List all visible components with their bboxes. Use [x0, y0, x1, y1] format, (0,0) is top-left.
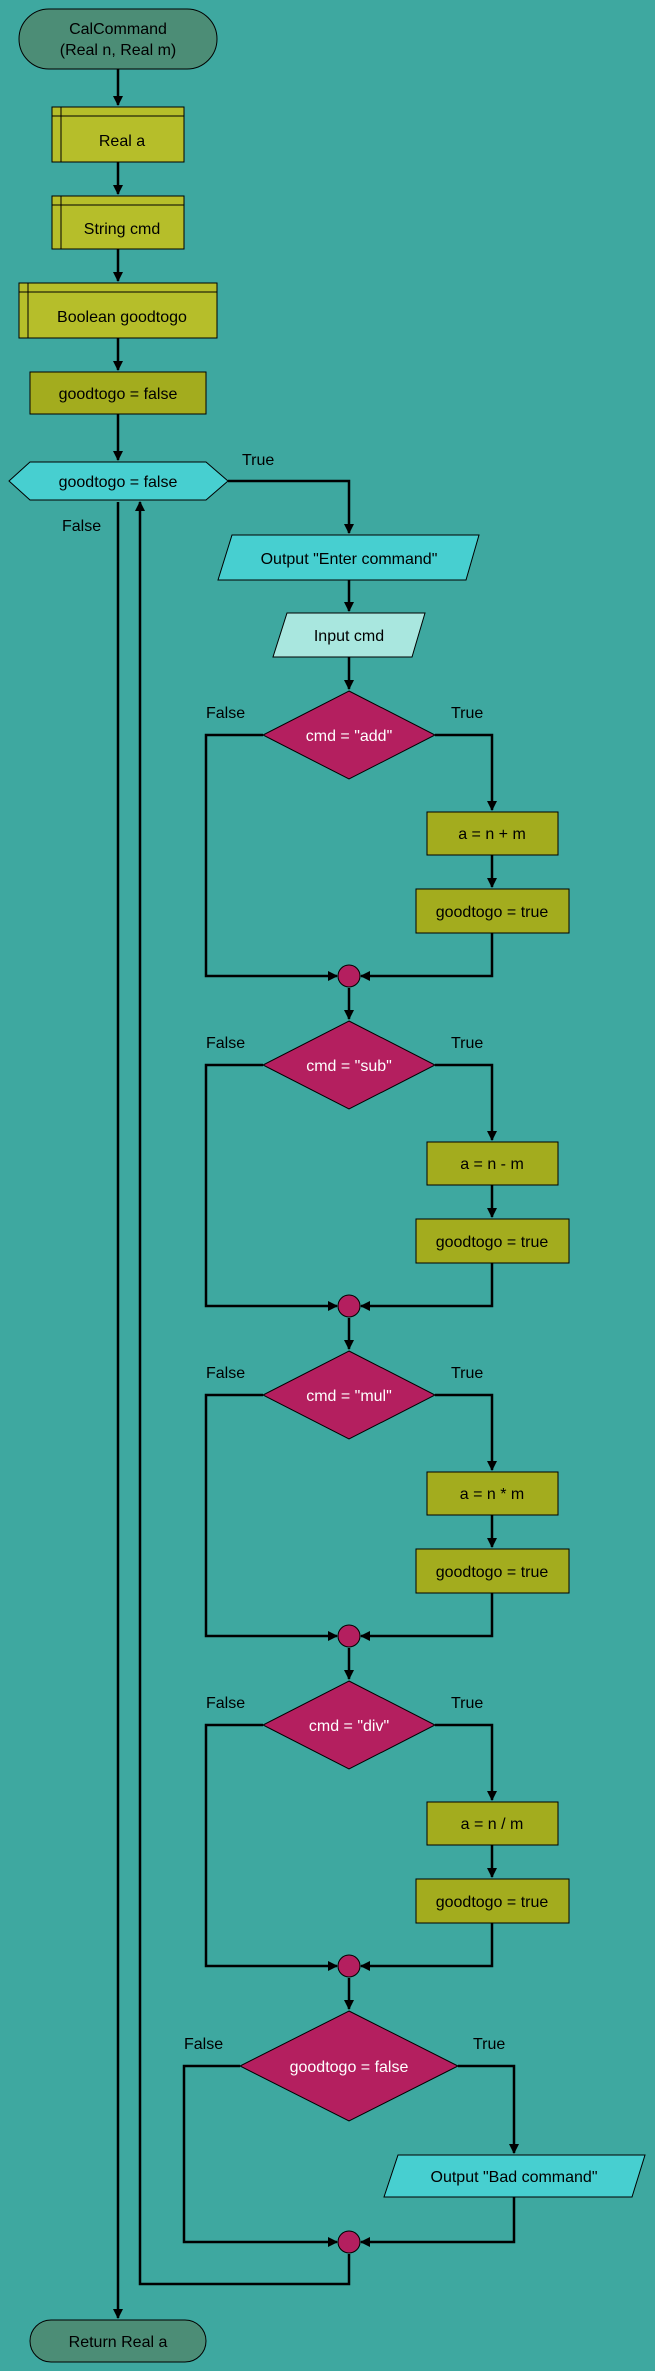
- decision-add-label: cmd = "add": [306, 728, 393, 745]
- assign-a-mul-label: a = n * m: [460, 1486, 524, 1503]
- declare-string-cmd-label: String cmd: [84, 221, 160, 238]
- decision-goodtogo-check: goodtogo = false: [238, 2010, 460, 2122]
- start-terminal: CalCommand (Real n, Real m): [18, 8, 218, 70]
- declare-boolean-goodtogo-label: Boolean goodtogo: [57, 309, 187, 326]
- merge-connector-sub: [337, 1294, 361, 1318]
- edge-add-true: [435, 733, 497, 811]
- assign-a-mul: a = n * m: [426, 1471, 559, 1516]
- decision-sub-false-label: False: [206, 1035, 245, 1052]
- output-enter-command: Output "Enter command": [217, 534, 480, 581]
- decision-div-true-label: True: [451, 1695, 483, 1712]
- set-goodtogo-true-div: goodtogo = true: [415, 1878, 570, 1924]
- assign-goodtogo-false: goodtogo = false: [29, 371, 207, 415]
- decision-div-false-label: False: [206, 1695, 245, 1712]
- decision-sub-true-label: True: [451, 1035, 483, 1052]
- output-bad-command-label: Output "Bad command": [431, 2169, 598, 2186]
- input-cmd-label: Input cmd: [314, 628, 384, 645]
- edge-check-true: [458, 2064, 519, 2154]
- set-goodtogo-true-mul: goodtogo = true: [415, 1548, 570, 1594]
- assign-a-sub: a = n - m: [426, 1141, 559, 1186]
- start-params: (Real n, Real m): [60, 42, 176, 59]
- set-goodtogo-true-sub-label: goodtogo = true: [436, 1234, 549, 1251]
- decision-sub: cmd = "sub": [261, 1020, 437, 1110]
- assign-a-add: a = n + m: [426, 811, 559, 856]
- decision-check-false-label: False: [184, 2036, 223, 2053]
- assign-a-div-label: a = n / m: [461, 1816, 524, 1833]
- end-terminal-label: Return Real a: [69, 2334, 168, 2351]
- edge-loop-true: [228, 479, 354, 534]
- edge-div-false: [204, 1723, 338, 1971]
- output-bad-command: Output "Bad command": [383, 2154, 646, 2198]
- decision-goodtogo-check-label: goodtogo = false: [290, 2059, 409, 2076]
- set-goodtogo-true-mul-label: goodtogo = true: [436, 1564, 549, 1581]
- decision-sub-label: cmd = "sub": [306, 1058, 392, 1075]
- set-goodtogo-true-div-label: goodtogo = true: [436, 1894, 549, 1911]
- declare-real-a-label: Real a: [99, 133, 145, 150]
- set-goodtogo-true-sub: goodtogo = true: [415, 1218, 570, 1264]
- set-goodtogo-true-add-label: goodtogo = true: [436, 904, 549, 921]
- edge-add-false: [204, 733, 338, 981]
- assign-goodtogo-false-label: goodtogo = false: [59, 386, 178, 403]
- input-cmd: Input cmd: [272, 612, 426, 658]
- edge-mul-false: [204, 1393, 338, 1641]
- merge-connector-check: [337, 2230, 361, 2254]
- declare-string-cmd: String cmd: [51, 195, 185, 250]
- edge-bad-cmd-to-merge: [360, 2197, 516, 2247]
- edge-add-flag-to-merge: [360, 933, 494, 981]
- edge-sub-flag-to-merge: [360, 1263, 494, 1311]
- assign-a-div: a = n / m: [426, 1801, 559, 1846]
- loop-false-label: False: [62, 518, 101, 535]
- edges: [113, 69, 519, 2319]
- merge-connector-add: [337, 964, 361, 988]
- edge-loop-back: [135, 501, 351, 2286]
- edge-div-flag-to-merge: [360, 1923, 494, 1971]
- set-goodtogo-true-add: goodtogo = true: [415, 888, 570, 934]
- edge-mul-true: [435, 1393, 497, 1471]
- assign-a-add-label: a = n + m: [458, 826, 526, 843]
- decision-mul: cmd = "mul": [261, 1350, 437, 1440]
- edge-check-false: [182, 2064, 338, 2247]
- declare-real-a: Real a: [51, 106, 185, 163]
- decision-div: cmd = "div": [261, 1680, 437, 1770]
- edge-mul-flag-to-merge: [360, 1593, 494, 1641]
- merge-connector-div: [337, 1954, 361, 1978]
- decision-div-label: cmd = "div": [309, 1718, 389, 1735]
- decision-add-true-label: True: [451, 705, 483, 722]
- assign-a-sub-label: a = n - m: [460, 1156, 524, 1173]
- declare-boolean-goodtogo: Boolean goodtogo: [18, 282, 218, 339]
- decision-mul-false-label: False: [206, 1365, 245, 1382]
- edge-sub-true: [435, 1063, 497, 1141]
- end-terminal: Return Real a: [29, 2319, 207, 2363]
- output-enter-command-label: Output "Enter command": [261, 551, 438, 568]
- decision-mul-true-label: True: [451, 1365, 483, 1382]
- edge-sub-false: [204, 1063, 338, 1311]
- start-title: CalCommand: [69, 21, 167, 38]
- loop-true-label: True: [242, 452, 274, 469]
- decision-add: cmd = "add": [261, 690, 437, 780]
- loop-condition-label: goodtogo = false: [59, 474, 178, 491]
- loop-condition-hexagon: goodtogo = false: [8, 461, 229, 501]
- decision-add-false-label: False: [206, 705, 245, 722]
- decision-check-true-label: True: [473, 2036, 505, 2053]
- decision-mul-label: cmd = "mul": [306, 1388, 392, 1405]
- merge-connector-mul: [337, 1624, 361, 1648]
- edge-div-true: [435, 1723, 497, 1801]
